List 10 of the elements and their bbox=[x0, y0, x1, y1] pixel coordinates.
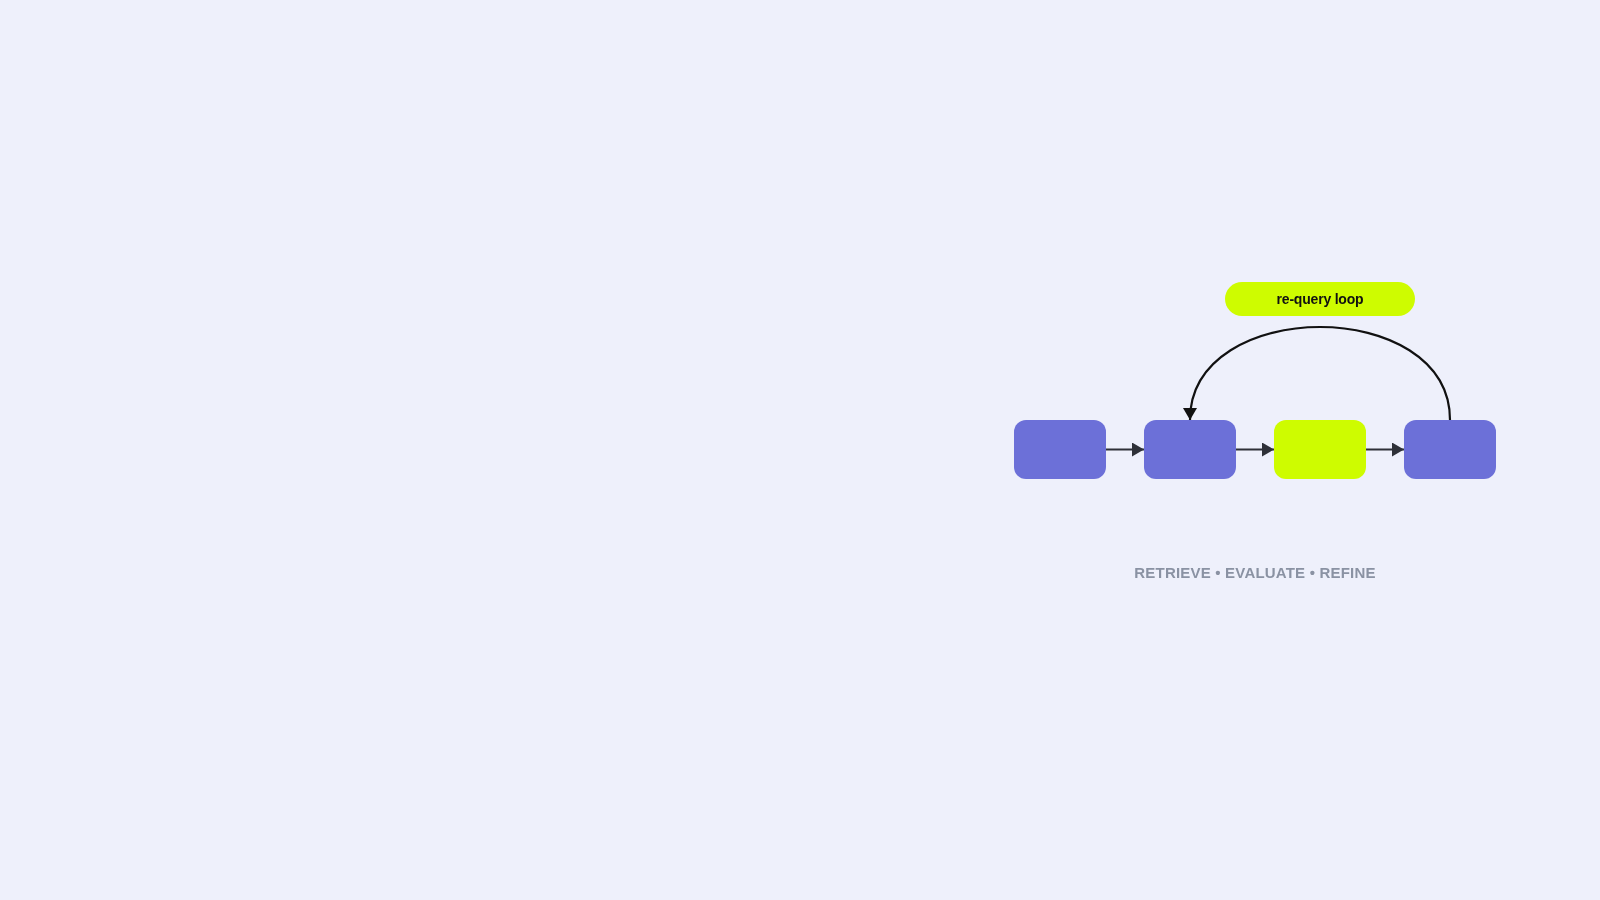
process-box bbox=[1404, 420, 1496, 479]
arrow bbox=[1106, 442, 1144, 457]
process-box bbox=[1014, 420, 1106, 479]
arrow bbox=[1366, 442, 1404, 457]
arrow bbox=[1236, 442, 1274, 457]
tag-pill: re-query loop bbox=[1225, 282, 1415, 316]
loop-arrow bbox=[1185, 326, 1452, 421]
process-box bbox=[1274, 420, 1366, 479]
process-box bbox=[1144, 420, 1236, 479]
caption-text: RETRIEVE • EVALUATE • REFINE bbox=[1134, 563, 1376, 583]
